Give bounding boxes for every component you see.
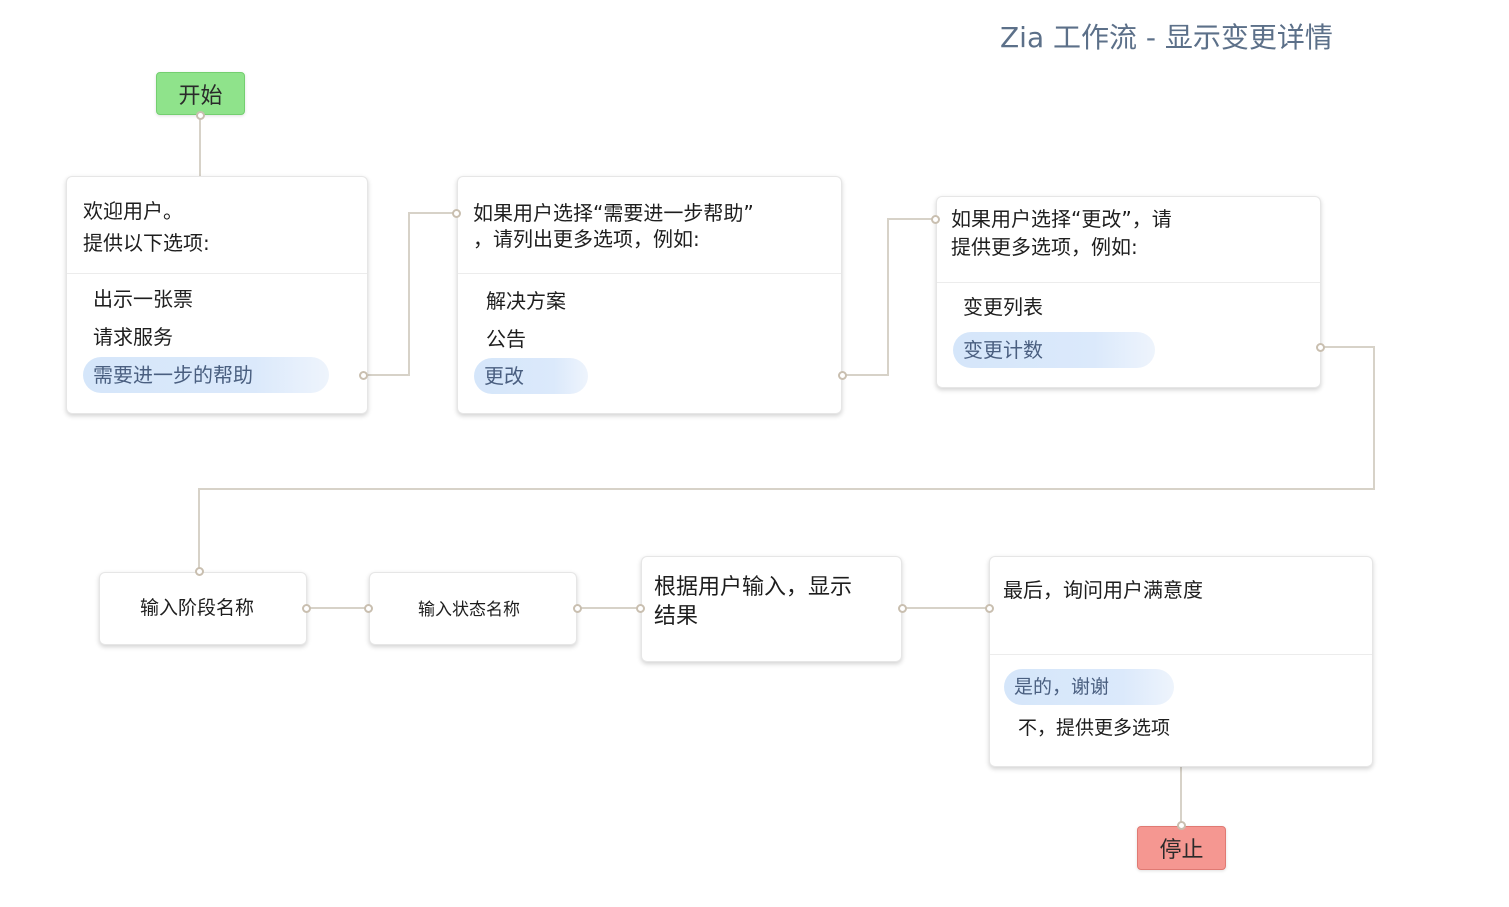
start-node[interactable]: 开始: [156, 72, 245, 115]
more-help-option-announcements[interactable]: 公告: [486, 327, 526, 351]
start-label: 开始: [178, 83, 223, 109]
more-help-line-2: ，请列出更多选项，例如:: [473, 227, 700, 251]
more-help-node[interactable]: 如果用户选择“需要进一步帮助” ，请列出更多选项，例如: 解决方案 公告 更改: [457, 176, 842, 414]
welcome-divider: [67, 273, 367, 274]
port-stage-out[interactable]: [302, 604, 311, 613]
more-help-option-change[interactable]: 更改: [474, 358, 588, 394]
change-line-1: 如果用户选择“更改”，请: [951, 207, 1172, 231]
show-result-line-1: 根据用户输入，显示: [654, 575, 853, 600]
show-result-node[interactable]: 根据用户输入，显示 结果: [641, 556, 902, 662]
port-more-help-in[interactable]: [452, 209, 461, 218]
satisfaction-divider: [990, 654, 1372, 655]
wire-more-help-to-change: [842, 218, 935, 376]
port-change-out[interactable]: [1316, 343, 1325, 352]
satisfaction-line-1: 最后，询问用户满意度: [1003, 578, 1203, 602]
stop-node[interactable]: 停止: [1137, 826, 1226, 870]
stage-name-node[interactable]: 输入阶段名称: [99, 572, 307, 645]
port-result-in[interactable]: [636, 604, 645, 613]
more-help-line-1: 如果用户选择“需要进一步帮助”: [473, 201, 754, 225]
port-stage-in[interactable]: [195, 567, 204, 576]
welcome-line-1: 欢迎用户。: [83, 199, 183, 223]
welcome-node[interactable]: 欢迎用户。 提供以下选项: 出示一张票 请求服务 需要进一步的帮助: [66, 176, 368, 414]
change-divider: [937, 282, 1320, 283]
satisfaction-prompt: 最后，询问用户满意度: [990, 557, 1372, 606]
port-change-in[interactable]: [931, 215, 940, 224]
welcome-line-2: 提供以下选项:: [83, 231, 210, 255]
welcome-prompt: 欢迎用户。 提供以下选项:: [67, 177, 367, 259]
satisfaction-node[interactable]: 最后，询问用户满意度 是的，谢谢 不，提供更多选项: [989, 556, 1373, 767]
change-option-list[interactable]: 变更列表: [963, 295, 1043, 319]
port-stop-in[interactable]: [1177, 821, 1186, 830]
port-status-out[interactable]: [573, 604, 582, 613]
status-name-label: 输入状态名称: [418, 600, 520, 620]
port-more-help-out[interactable]: [838, 371, 847, 380]
stop-label: 停止: [1159, 838, 1204, 863]
satisfaction-option-yes[interactable]: 是的，谢谢: [1004, 669, 1174, 705]
change-prompt: 如果用户选择“更改”，请 提供更多选项，例如:: [937, 197, 1320, 263]
status-name-node[interactable]: 输入状态名称: [369, 572, 577, 645]
wire-change-to-stage: [198, 346, 1375, 571]
show-result-line-2: 结果: [654, 604, 699, 629]
more-help-divider: [458, 273, 841, 274]
welcome-option-service[interactable]: 请求服务: [93, 325, 173, 349]
port-satisfaction-in[interactable]: [985, 604, 994, 613]
change-option-count[interactable]: 变更计数: [953, 332, 1155, 368]
port-result-out[interactable]: [898, 604, 907, 613]
stage-name-label: 输入阶段名称: [140, 597, 255, 619]
page-title: Zia 工作流 - 显示变更详情: [1000, 21, 1333, 54]
port-status-in[interactable]: [364, 604, 373, 613]
wire-welcome-to-more-help: [364, 212, 456, 376]
satisfaction-option-more[interactable]: 不，提供更多选项: [1018, 717, 1171, 739]
show-result-prompt: 根据用户输入，显示 结果: [642, 557, 901, 631]
port-welcome-out[interactable]: [359, 371, 368, 380]
welcome-option-more-help[interactable]: 需要进一步的帮助: [83, 357, 329, 393]
change-line-2: 提供更多选项，例如:: [951, 235, 1138, 259]
more-help-option-solutions[interactable]: 解决方案: [486, 289, 566, 313]
port-start-out[interactable]: [196, 111, 205, 120]
more-help-prompt: 如果用户选择“需要进一步帮助” ，请列出更多选项，例如:: [458, 177, 841, 255]
welcome-option-ticket[interactable]: 出示一张票: [93, 287, 193, 311]
change-node[interactable]: 如果用户选择“更改”，请 提供更多选项，例如: 变更列表 变更计数: [936, 196, 1321, 388]
